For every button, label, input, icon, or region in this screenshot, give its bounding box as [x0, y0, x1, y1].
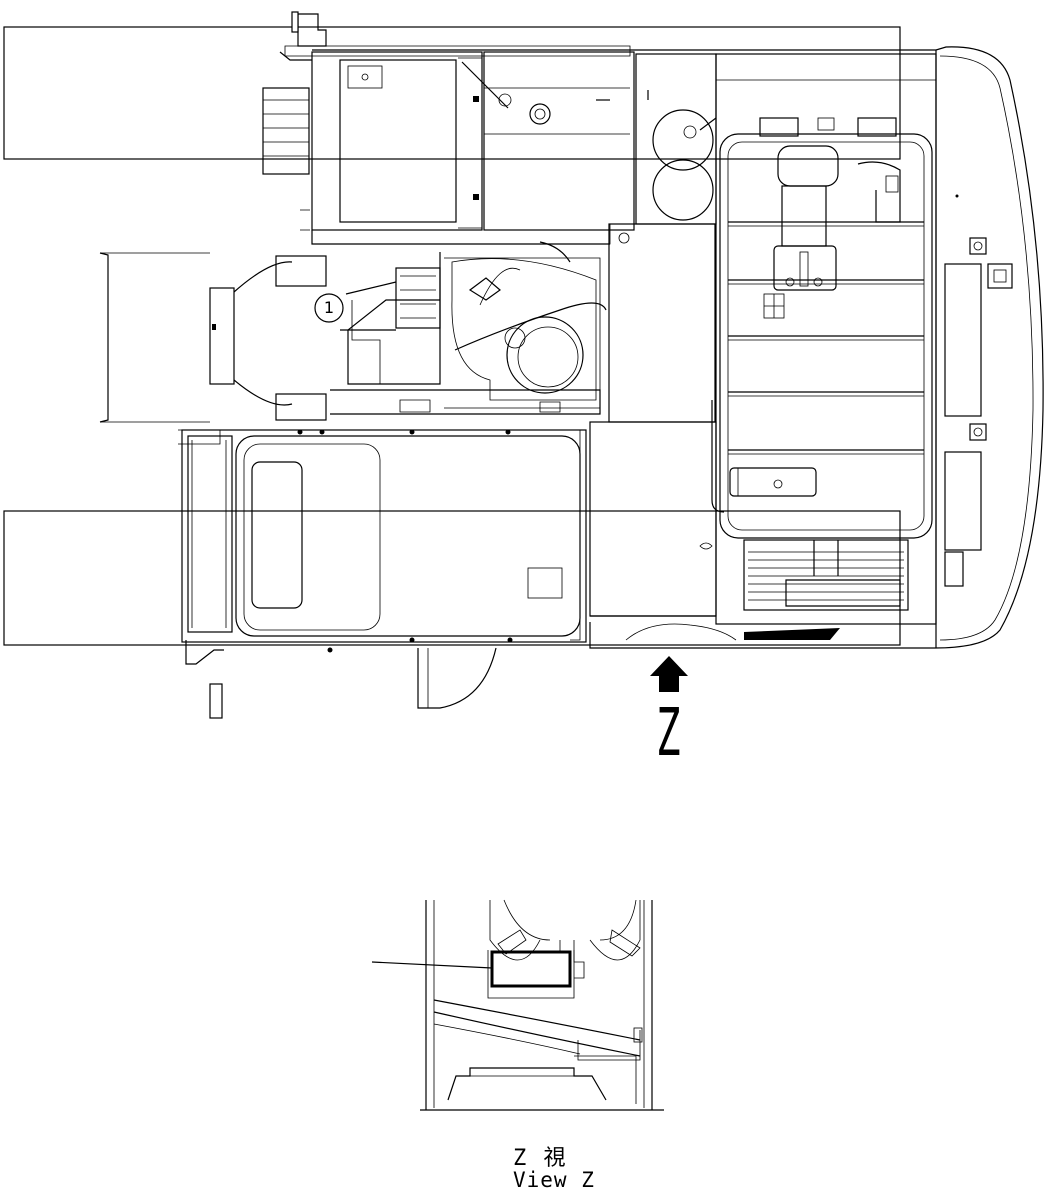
callout-1 [314, 293, 344, 323]
operator-cab [178, 429, 587, 719]
callout-number: 1 [323, 298, 335, 317]
upper-structure-outline [312, 46, 1044, 649]
view-marker-label: Z [656, 694, 681, 771]
view-caption-english: View Z [513, 1168, 595, 1192]
control-valves [209, 255, 441, 421]
engine-hood [300, 51, 635, 245]
view-z-detail [371, 899, 664, 1111]
tank-area [635, 53, 1013, 640]
center-platform [330, 223, 737, 641]
handrail [262, 11, 631, 175]
view-caption-japanese: Z 視 [513, 1146, 568, 1171]
view-z-arrow [650, 656, 688, 692]
left-track-frame [3, 26, 901, 646]
